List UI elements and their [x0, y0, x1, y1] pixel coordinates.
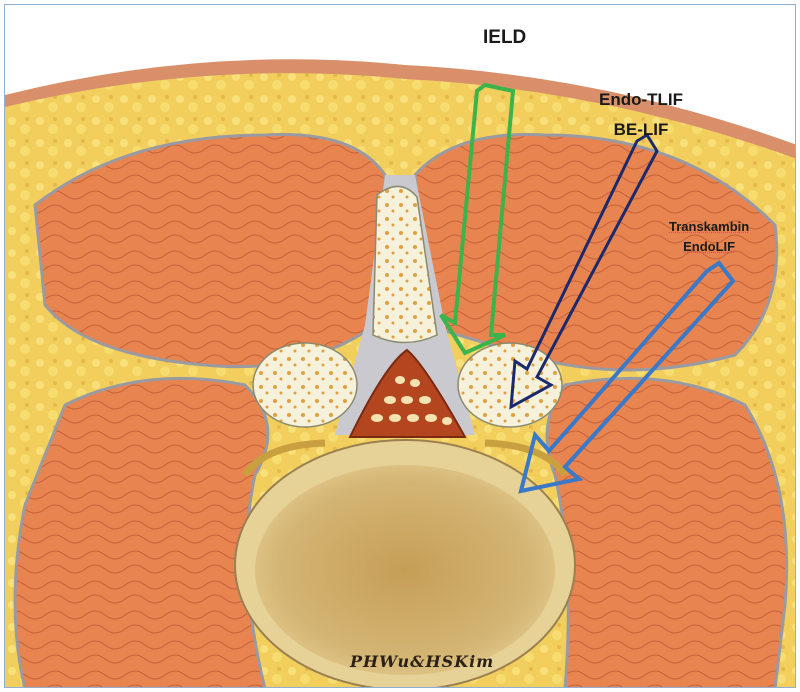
- label-endo-tlif-be-lif: Endo-TLIF BE-LIF: [599, 85, 683, 145]
- facet-left: [252, 342, 358, 428]
- label-transkambin: Transkambin: [669, 219, 750, 234]
- label-endolif: EndoLIF: [683, 239, 736, 254]
- spinous-process: [372, 185, 438, 344]
- nerve-root-left: [242, 439, 326, 478]
- muscle-left-lower: [13, 376, 270, 687]
- arrow-transkambin: [518, 260, 736, 494]
- label-ield: IELD: [483, 27, 527, 48]
- signature: PHWu&HSKim: [350, 652, 495, 671]
- figure-frame: IELD Endo-TLIF BE-LIF Transkambin EndoLI…: [4, 4, 796, 688]
- arrow-ield: [439, 82, 516, 356]
- label-be-lif: BE-LIF: [613, 120, 669, 139]
- nerve-root-right: [484, 439, 568, 478]
- arrow-endo-tlif: [509, 132, 659, 410]
- muscle-right-lower: [545, 376, 789, 687]
- label-transkambin-endolif: Transkambin EndoLIF: [669, 217, 749, 257]
- spine-cross-section: [5, 59, 795, 687]
- label-endo-tlif: Endo-TLIF: [599, 90, 684, 109]
- facet-right: [457, 342, 563, 428]
- nucleus: [255, 465, 555, 675]
